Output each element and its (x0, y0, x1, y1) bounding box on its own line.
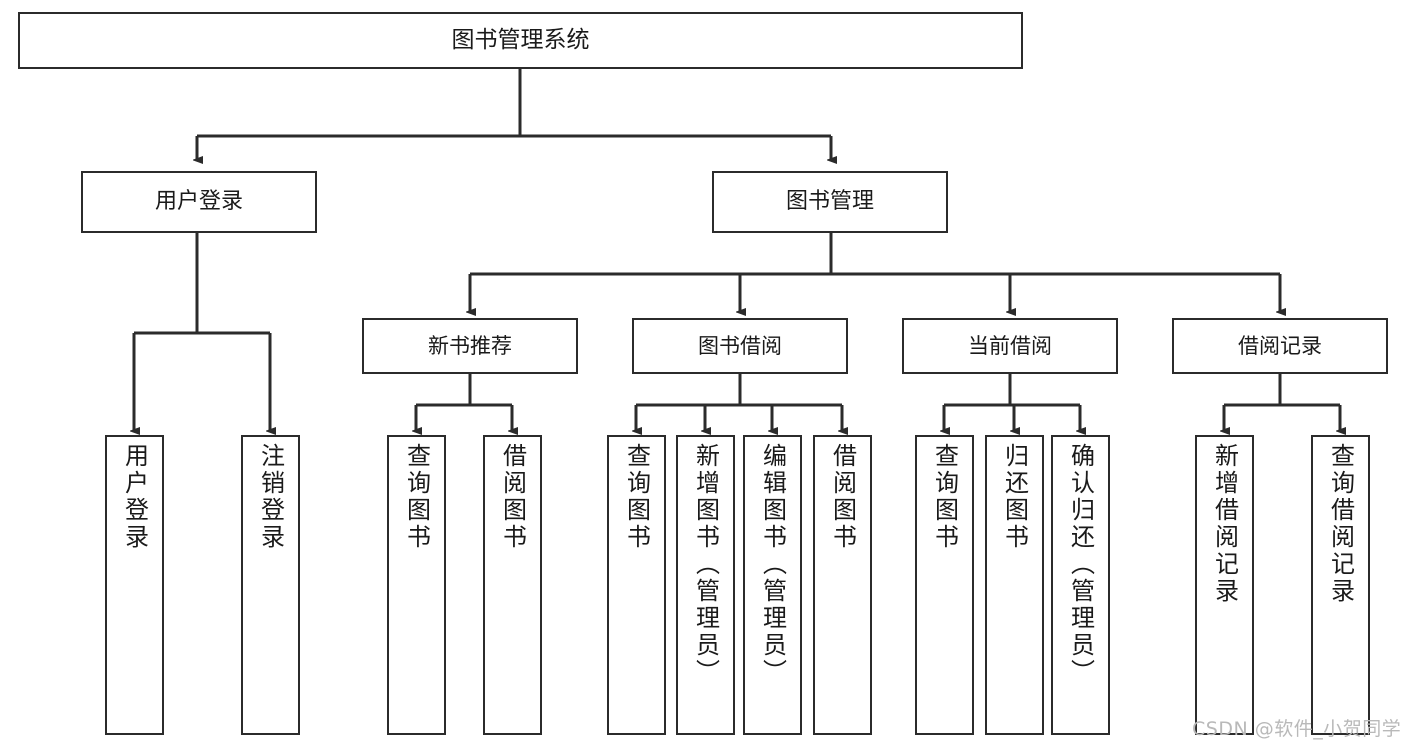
node-label: 新书推荐 (428, 333, 512, 358)
leaf-add-book-admin[interactable]: 新增图书（管理员） (676, 435, 735, 735)
node-new-book-recommend[interactable]: 新书推荐 (362, 318, 578, 374)
node-label: 查询图书 (622, 443, 651, 551)
node-root-book-management-system[interactable]: 图书管理系统 (18, 12, 1023, 69)
leaf-query-book-current[interactable]: 查询图书 (915, 435, 974, 735)
watermark-text: CSDN @软件_小贺同学 (1192, 718, 1402, 740)
node-current-borrow[interactable]: 当前借阅 (902, 318, 1118, 374)
node-label: 确认归还（管理员） (1066, 443, 1095, 686)
leaf-query-book-borrow[interactable]: 查询图书 (607, 435, 666, 735)
node-label: 借阅图书 (828, 443, 857, 551)
node-label: 借阅记录 (1238, 333, 1322, 358)
node-label: 当前借阅 (968, 333, 1052, 358)
leaf-user-login[interactable]: 用户登录 (105, 435, 164, 735)
node-borrow-record[interactable]: 借阅记录 (1172, 318, 1388, 374)
node-label: 编辑图书（管理员） (758, 443, 787, 686)
node-label: 新增借阅记录 (1210, 443, 1239, 605)
node-label: 新增图书（管理员） (691, 443, 720, 686)
leaf-edit-book-admin[interactable]: 编辑图书（管理员） (743, 435, 802, 735)
node-label: 查询借阅记录 (1326, 443, 1355, 605)
node-label: 注销登录 (256, 443, 285, 551)
node-label: 图书管理 (785, 189, 874, 215)
leaf-borrow-book-recommend[interactable]: 借阅图书 (483, 435, 542, 735)
leaf-query-borrow-record[interactable]: 查询借阅记录 (1311, 435, 1370, 735)
leaf-borrow-book[interactable]: 借阅图书 (813, 435, 872, 735)
leaf-confirm-return-admin[interactable]: 确认归还（管理员） (1051, 435, 1110, 735)
leaf-user-logout[interactable]: 注销登录 (241, 435, 300, 735)
node-book-management[interactable]: 图书管理 (712, 171, 948, 233)
leaf-return-book[interactable]: 归还图书 (985, 435, 1044, 735)
node-label: 用户登录 (120, 443, 149, 551)
node-label: 图书借阅 (698, 333, 782, 358)
node-book-borrow[interactable]: 图书借阅 (632, 318, 848, 374)
node-label: 图书管理系统 (451, 27, 590, 54)
leaf-add-borrow-record[interactable]: 新增借阅记录 (1195, 435, 1254, 735)
node-label: 归还图书 (1000, 443, 1029, 551)
node-label: 借阅图书 (498, 443, 527, 551)
node-user-login[interactable]: 用户登录 (81, 171, 317, 233)
node-label: 用户登录 (154, 189, 243, 215)
node-label: 查询图书 (402, 443, 431, 551)
leaf-query-book-recommend[interactable]: 查询图书 (387, 435, 446, 735)
node-label: 查询图书 (930, 443, 959, 551)
